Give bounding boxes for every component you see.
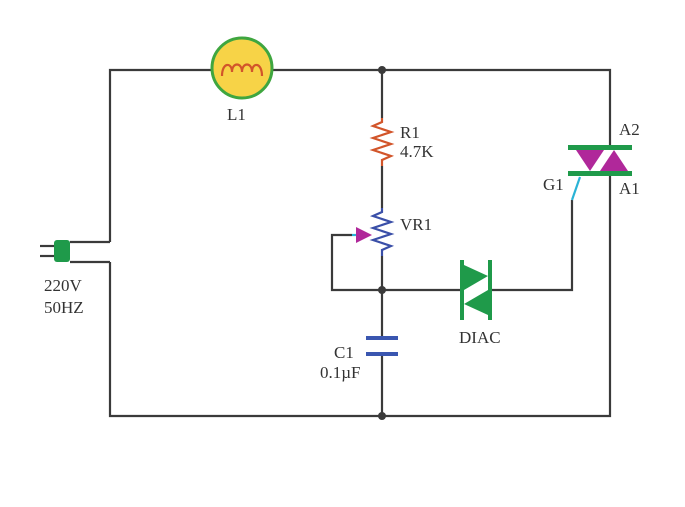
wire-left-top xyxy=(108,68,212,242)
junction-top xyxy=(378,66,386,74)
lamp-label: L1 xyxy=(227,105,246,124)
capacitor-c1 xyxy=(366,336,398,356)
triac-g1-label: G1 xyxy=(543,175,564,194)
triac-a2-label: A2 xyxy=(619,120,640,139)
r1-value: 4.7K xyxy=(400,142,434,161)
triac-right-triangle xyxy=(600,150,628,171)
triac-top-bar xyxy=(568,145,632,150)
diac-upper-triangle xyxy=(464,265,488,290)
triac xyxy=(568,145,632,201)
capacitor-top-plate xyxy=(366,336,398,340)
r1-label: R1 xyxy=(400,123,420,142)
triac-a1-label: A1 xyxy=(619,179,640,198)
diac-label: DIAC xyxy=(459,328,501,347)
lamp-coil-icon xyxy=(220,63,264,77)
resistor-r1-icon xyxy=(369,118,395,166)
wire-triac-bottom xyxy=(108,174,612,418)
triac-bottom-bar xyxy=(568,171,632,176)
diac xyxy=(460,260,492,320)
source-frequency: 50HZ xyxy=(44,298,84,317)
wire-wiper-loop xyxy=(330,233,460,292)
triac-left-triangle xyxy=(576,150,604,171)
junctions xyxy=(378,66,386,420)
vr1-label: VR1 xyxy=(400,215,432,234)
junction-middle xyxy=(378,286,386,294)
plug-body-icon xyxy=(54,240,70,262)
diac-left-bar xyxy=(460,260,464,320)
lamp-l1 xyxy=(210,36,274,100)
c1-label: C1 xyxy=(334,343,354,362)
capacitor-bottom-plate xyxy=(366,352,398,356)
diac-lower-triangle xyxy=(464,290,488,315)
wire-top-right xyxy=(272,68,612,147)
triac-gate-lead xyxy=(570,176,582,201)
potentiometer-vr1-icon xyxy=(369,208,395,256)
wiper-arrow-icon xyxy=(356,227,372,243)
junction-bottom xyxy=(378,412,386,420)
c1-value: 0.1µF xyxy=(320,363,361,382)
wire-diac-gate xyxy=(492,200,574,292)
ac-plug xyxy=(40,240,110,264)
source-voltage: 220V xyxy=(44,276,83,295)
diac-right-bar xyxy=(488,260,492,320)
